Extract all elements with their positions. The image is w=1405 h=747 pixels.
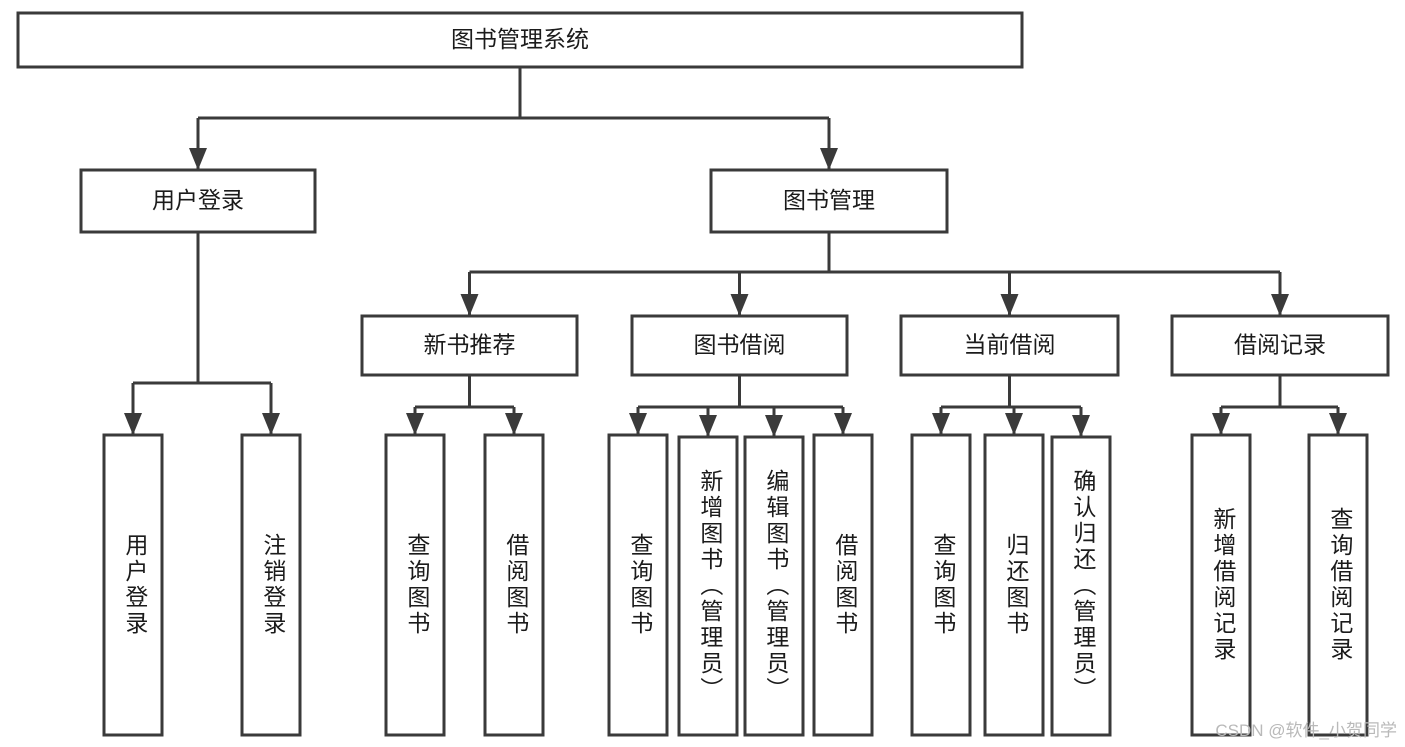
node-label: 借阅图书 xyxy=(832,533,859,637)
arrow-head-icon xyxy=(820,148,838,170)
connector-layer xyxy=(124,67,1347,437)
arrow-head-icon xyxy=(505,413,523,435)
arrow-head-icon xyxy=(1072,415,1090,437)
node-leaf-query-book-1[interactable]: 查询图书 xyxy=(384,433,446,737)
node-user-login[interactable]: 用户登录 xyxy=(79,168,317,234)
arrow-head-icon xyxy=(1329,413,1347,435)
node-box xyxy=(743,435,805,737)
node-label: 查询图书 xyxy=(930,533,957,637)
arrow-head-icon xyxy=(834,413,852,435)
node-label: 图书管理 xyxy=(783,187,875,213)
node-box xyxy=(1050,435,1112,737)
node-label: 确认归还（管理员） xyxy=(1070,469,1097,703)
node-label: 当前借阅 xyxy=(964,332,1056,358)
node-current-borrow[interactable]: 当前借阅 xyxy=(899,314,1120,377)
node-label: 新书推荐 xyxy=(424,332,516,358)
node-box xyxy=(16,11,1024,69)
node-box xyxy=(384,433,446,737)
node-book-manage[interactable]: 图书管理 xyxy=(709,168,949,234)
node-leaf-query-book-2[interactable]: 查询图书 xyxy=(607,433,669,737)
node-label: 用户登录 xyxy=(122,533,149,637)
arrow-head-icon xyxy=(1271,294,1289,316)
node-box xyxy=(483,433,545,737)
node-borrow-record[interactable]: 借阅记录 xyxy=(1170,314,1390,377)
node-box xyxy=(1170,314,1390,377)
node-leaf-add-record[interactable]: 新增借阅记录 xyxy=(1190,433,1252,737)
node-leaf-user-login[interactable]: 用户登录 xyxy=(102,433,164,737)
node-leaf-query-record[interactable]: 查询借阅记录 xyxy=(1307,433,1369,737)
node-box xyxy=(79,168,317,234)
node-root[interactable]: 图书管理系统 xyxy=(16,11,1024,69)
node-box xyxy=(709,168,949,234)
node-label: 注销登录 xyxy=(260,533,287,637)
node-box xyxy=(102,433,164,737)
node-layer: 图书管理系统用户登录图书管理新书推荐图书借阅当前借阅借阅记录用户登录注销登录查询… xyxy=(16,11,1390,737)
arrow-head-icon xyxy=(189,148,207,170)
node-box xyxy=(360,314,579,377)
arrow-head-icon xyxy=(629,413,647,435)
node-box xyxy=(677,435,739,737)
node-label: 查询借阅记录 xyxy=(1327,507,1354,663)
node-label: 用户登录 xyxy=(152,187,244,213)
node-label: 图书管理系统 xyxy=(451,26,589,52)
node-box xyxy=(630,314,849,377)
arrow-head-icon xyxy=(406,413,424,435)
node-leaf-user-logout[interactable]: 注销登录 xyxy=(240,433,302,737)
node-box xyxy=(983,433,1045,737)
node-label: 编辑图书（管理员） xyxy=(763,469,790,703)
arrow-head-icon xyxy=(1005,413,1023,435)
arrow-head-icon xyxy=(699,415,717,437)
arrow-head-icon xyxy=(460,294,479,316)
node-box xyxy=(607,433,669,737)
node-leaf-confirm-return[interactable]: 确认归还（管理员） xyxy=(1050,435,1112,737)
node-box xyxy=(1307,433,1369,737)
arrow-head-icon xyxy=(730,294,749,316)
arrow-head-icon xyxy=(124,413,142,435)
node-box xyxy=(910,433,972,737)
arrow-head-icon xyxy=(1212,413,1230,435)
node-leaf-borrow-book-1[interactable]: 借阅图书 xyxy=(483,433,545,737)
node-box xyxy=(240,433,302,737)
node-new-book-rec[interactable]: 新书推荐 xyxy=(360,314,579,377)
arrow-head-icon xyxy=(1000,294,1019,316)
arrow-head-icon xyxy=(765,415,783,437)
arrow-head-icon xyxy=(932,413,950,435)
node-label: 图书借阅 xyxy=(694,332,786,358)
node-leaf-return-book[interactable]: 归还图书 xyxy=(983,433,1045,737)
node-leaf-borrow-book-2[interactable]: 借阅图书 xyxy=(812,433,874,737)
node-book-borrow[interactable]: 图书借阅 xyxy=(630,314,849,377)
node-leaf-edit-book[interactable]: 编辑图书（管理员） xyxy=(743,435,805,737)
node-label: 新增借阅记录 xyxy=(1210,507,1237,663)
node-box xyxy=(812,433,874,737)
node-label: 查询图书 xyxy=(404,533,431,637)
node-leaf-add-book[interactable]: 新增图书（管理员） xyxy=(677,435,739,737)
node-box xyxy=(899,314,1120,377)
node-box xyxy=(1190,433,1252,737)
node-label: 借阅图书 xyxy=(503,533,530,637)
arrow-head-icon xyxy=(262,413,280,435)
node-leaf-query-book-3[interactable]: 查询图书 xyxy=(910,433,972,737)
node-label: 借阅记录 xyxy=(1234,332,1326,358)
node-label: 查询图书 xyxy=(627,533,654,637)
node-label: 新增图书（管理员） xyxy=(697,469,724,703)
node-label: 归还图书 xyxy=(1003,533,1030,637)
